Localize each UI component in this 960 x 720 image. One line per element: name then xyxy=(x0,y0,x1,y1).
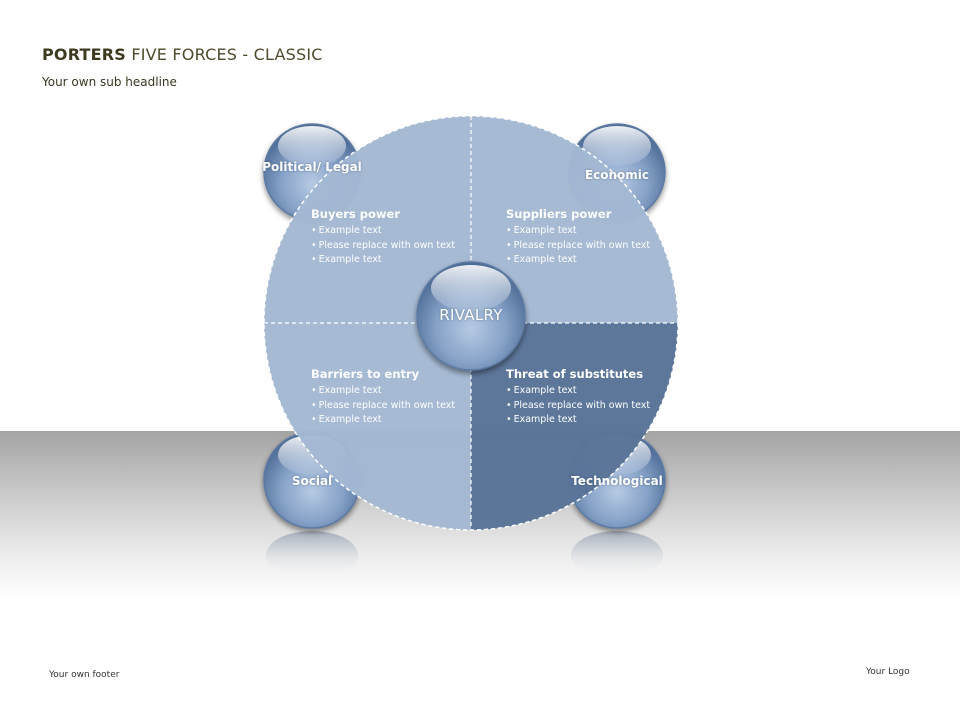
force-buyers-power: Buyers power Example text Please replace… xyxy=(311,207,476,268)
force-bullet: Example text xyxy=(311,384,476,399)
force-bullet-list: Example text Please replace with own tex… xyxy=(506,224,671,268)
force-bullet-list: Example text Please replace with own tex… xyxy=(506,384,671,428)
page-title: PORTERS FIVE FORCES - CLASSIC xyxy=(42,45,323,64)
force-title: Barriers to entry xyxy=(311,367,420,381)
forces-circle-outline xyxy=(263,115,679,531)
rivalry-label: RIVALRY xyxy=(439,306,503,324)
force-bullet: Please replace with own text xyxy=(311,399,476,414)
force-bullet: Example text xyxy=(506,384,671,399)
sub-headline: Your own sub headline xyxy=(42,75,177,89)
force-bullet: Example text xyxy=(506,224,671,239)
force-bullet: Example text xyxy=(506,253,671,268)
logo-placeholder: Your Logo xyxy=(866,667,910,677)
force-bullet: Example text xyxy=(311,224,476,239)
force-title: Threat of substitutes xyxy=(506,367,644,381)
force-bullet-list: Example text Please replace with own tex… xyxy=(311,384,476,428)
social-label: Social xyxy=(291,474,333,488)
force-suppliers-power: Suppliers power Example text Please repl… xyxy=(506,207,671,268)
political-legal-label: Political/ Legal xyxy=(262,160,362,174)
economic-label: Economic xyxy=(584,168,650,182)
force-threat-of-substitutes: Threat of substitutes Example text Pleas… xyxy=(506,367,671,428)
sphere-reflections xyxy=(266,531,663,579)
footer-text: Your own footer xyxy=(49,670,120,680)
title-bold-part: PORTERS xyxy=(42,45,127,64)
force-bullet: Example text xyxy=(311,413,476,428)
force-bullet: Example text xyxy=(311,253,476,268)
force-bullet: Please replace with own text xyxy=(311,239,476,254)
force-title: Buyers power xyxy=(311,207,400,221)
force-bullet: Please replace with own text xyxy=(506,239,671,254)
title-rest-part: FIVE FORCES - CLASSIC xyxy=(126,45,323,64)
force-bullet: Please replace with own text xyxy=(506,399,671,414)
sphere-rivalry xyxy=(416,261,526,371)
force-barriers-to-entry: Barriers to entry Example text Please re… xyxy=(311,367,476,428)
force-bullet-list: Example text Please replace with own tex… xyxy=(311,224,476,268)
force-title: Suppliers power xyxy=(506,207,612,221)
force-bullet: Example text xyxy=(506,413,671,428)
technological-label: Technological xyxy=(571,474,663,488)
